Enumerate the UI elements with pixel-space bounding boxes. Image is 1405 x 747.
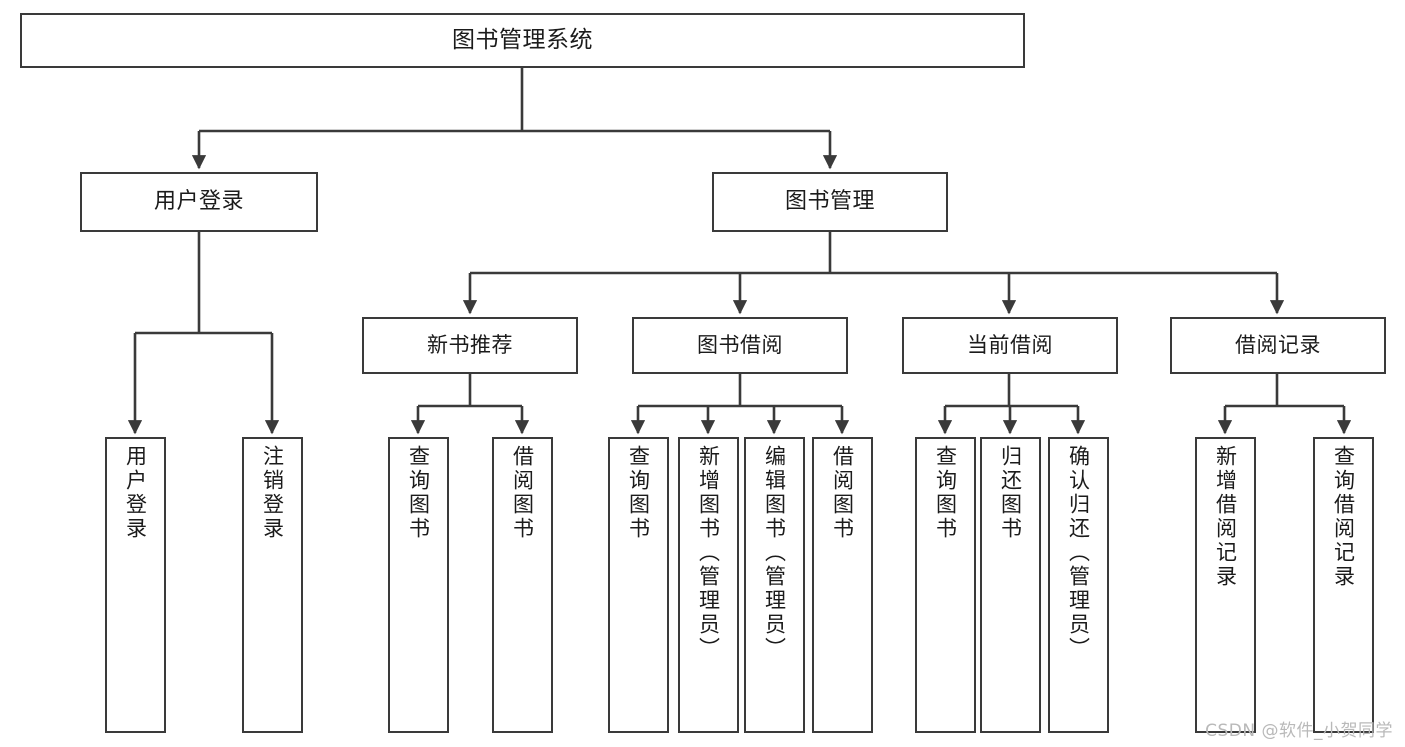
leaf-edit-book-admin[interactable]: 编辑图书（管理员） bbox=[744, 437, 805, 733]
node-label: 查询图书 bbox=[933, 445, 958, 541]
leaf-borrow-book-new-rec[interactable]: 借阅图书 bbox=[492, 437, 553, 733]
node-label: 注销登录 bbox=[260, 445, 285, 541]
node-label: 查询借阅记录 bbox=[1331, 445, 1356, 589]
leaf-query-book-new-rec[interactable]: 查询图书 bbox=[388, 437, 449, 733]
leaf-borrow-book[interactable]: 借阅图书 bbox=[812, 437, 873, 733]
node-label: 借阅记录 bbox=[1235, 333, 1321, 358]
leaf-return-book[interactable]: 归还图书 bbox=[980, 437, 1041, 733]
node-book-borrow[interactable]: 图书借阅 bbox=[632, 317, 848, 374]
leaf-add-book-admin[interactable]: 新增图书（管理员） bbox=[678, 437, 739, 733]
node-user-login[interactable]: 用户登录 bbox=[80, 172, 318, 232]
leaf-logout[interactable]: 注销登录 bbox=[242, 437, 303, 733]
leaf-query-book-borrow[interactable]: 查询图书 bbox=[608, 437, 669, 733]
node-label: 查询图书 bbox=[406, 445, 431, 541]
leaf-confirm-return-admin[interactable]: 确认归还（管理员） bbox=[1048, 437, 1109, 733]
node-book-management[interactable]: 图书管理 bbox=[712, 172, 948, 232]
node-label: 编辑图书（管理员） bbox=[762, 445, 787, 661]
node-current-borrow[interactable]: 当前借阅 bbox=[902, 317, 1118, 374]
node-label: 查询图书 bbox=[626, 445, 651, 541]
node-label: 当前借阅 bbox=[967, 333, 1053, 358]
node-label: 新增借阅记录 bbox=[1213, 445, 1238, 589]
node-label: 用户登录 bbox=[123, 445, 148, 541]
node-root-system[interactable]: 图书管理系统 bbox=[20, 13, 1025, 68]
node-label: 图书管理系统 bbox=[452, 26, 593, 53]
leaf-query-book-current[interactable]: 查询图书 bbox=[915, 437, 976, 733]
node-borrow-record[interactable]: 借阅记录 bbox=[1170, 317, 1386, 374]
node-label: 图书管理 bbox=[784, 189, 875, 215]
node-label: 借阅图书 bbox=[830, 445, 855, 541]
leaf-query-borrow-record[interactable]: 查询借阅记录 bbox=[1313, 437, 1374, 733]
csdn-watermark: CSDN @软件_小贺同学 bbox=[1205, 721, 1393, 741]
node-label: 归还图书 bbox=[998, 445, 1023, 541]
leaf-add-borrow-record[interactable]: 新增借阅记录 bbox=[1195, 437, 1256, 733]
node-label: 借阅图书 bbox=[510, 445, 535, 541]
node-new-book-recommend[interactable]: 新书推荐 bbox=[362, 317, 578, 374]
leaf-user-login[interactable]: 用户登录 bbox=[105, 437, 166, 733]
node-label: 新书推荐 bbox=[427, 333, 513, 358]
node-label: 确认归还（管理员） bbox=[1066, 445, 1091, 661]
node-label: 用户登录 bbox=[153, 189, 244, 215]
node-label: 图书借阅 bbox=[697, 333, 783, 358]
node-label: 新增图书（管理员） bbox=[696, 445, 721, 661]
